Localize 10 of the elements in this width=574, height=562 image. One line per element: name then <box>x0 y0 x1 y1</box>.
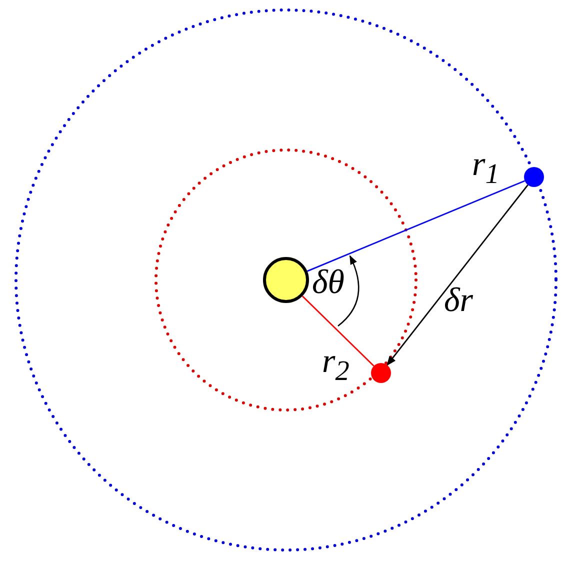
math-label: r$_{2}$ <box>322 345 350 386</box>
connector-line <box>306 180 526 272</box>
connector-line <box>386 184 528 366</box>
sun-circle <box>263 257 309 303</box>
math-label: δθ <box>312 266 345 300</box>
connector-line <box>302 296 374 366</box>
math-label: r$_{1}$ <box>472 148 500 190</box>
math-label: δr <box>444 284 474 318</box>
planet-dot <box>371 363 391 383</box>
planet-dot <box>524 167 544 187</box>
